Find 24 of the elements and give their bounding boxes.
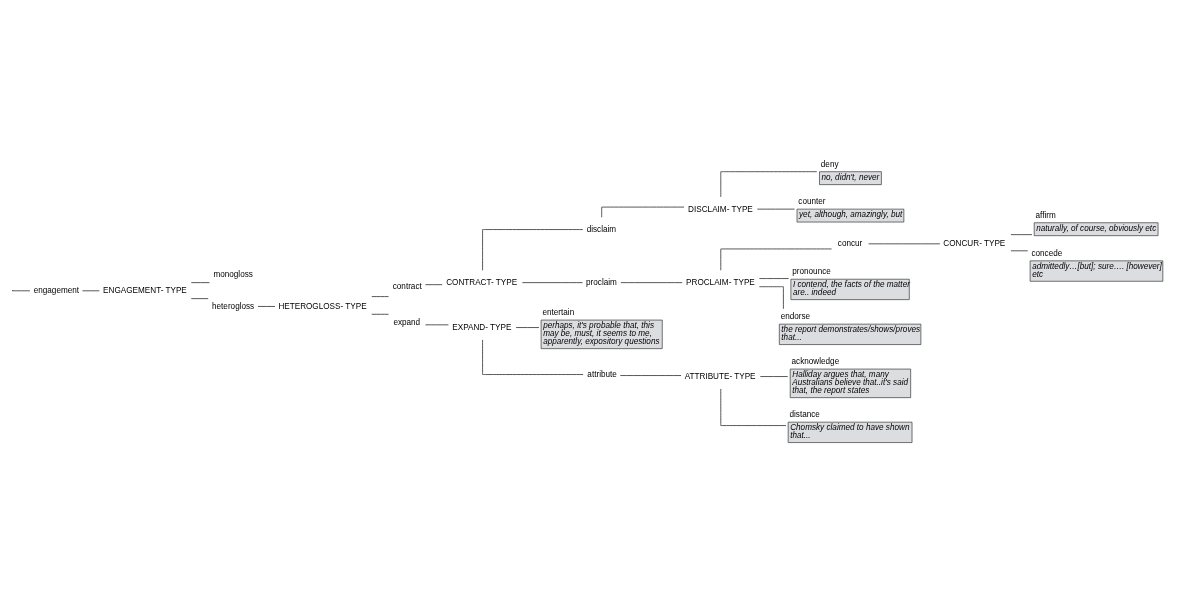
connector (190, 282, 210, 284)
connector (1010, 234, 1033, 236)
connector (515, 327, 540, 328)
connector (371, 296, 389, 297)
connector (720, 388, 787, 426)
connector (759, 278, 790, 279)
connector (756, 208, 795, 210)
connector (720, 171, 818, 198)
connector (257, 306, 276, 307)
connector (720, 248, 832, 271)
connector (619, 375, 682, 376)
connector (620, 282, 683, 284)
connector (601, 206, 685, 218)
connector (482, 339, 584, 375)
connector (759, 376, 789, 377)
connector (425, 284, 443, 286)
connector (521, 282, 583, 284)
connector (482, 229, 584, 271)
connector (12, 290, 31, 292)
connector (371, 313, 389, 315)
connector (82, 290, 100, 292)
connector (758, 286, 784, 310)
connector (1010, 250, 1029, 252)
connector (190, 298, 209, 300)
